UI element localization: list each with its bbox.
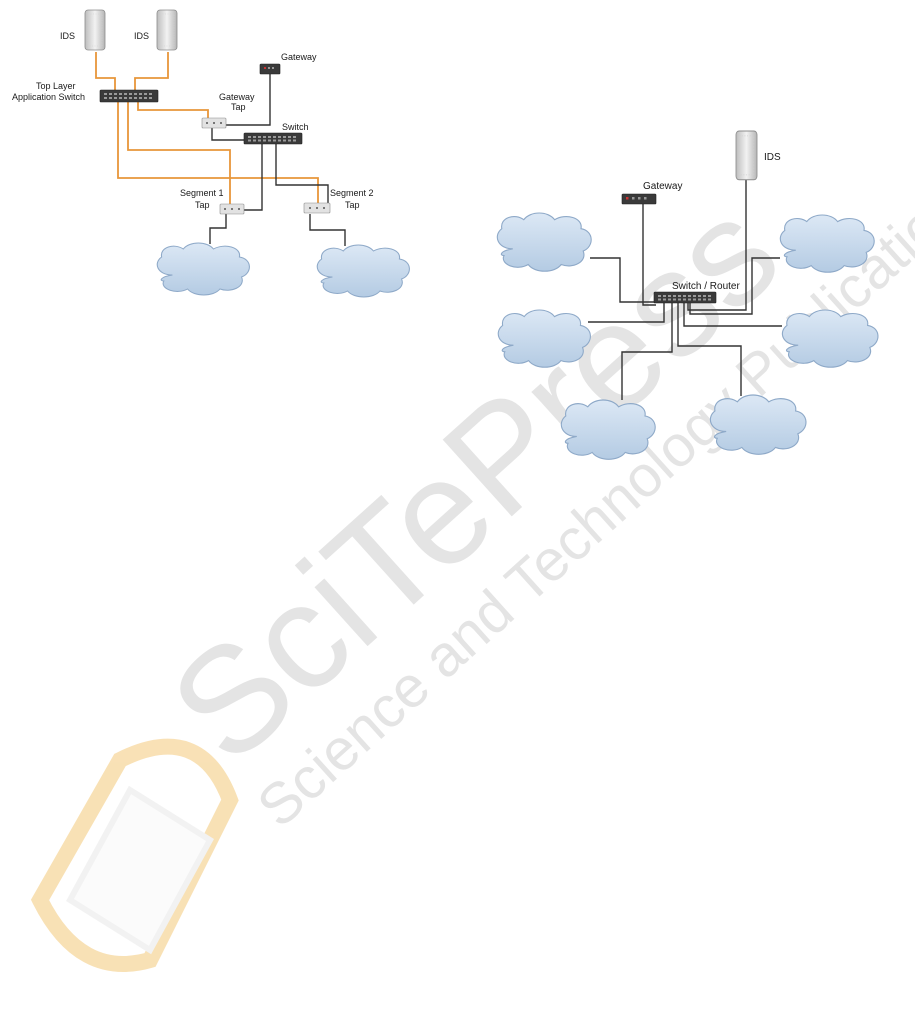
link-top-switch-to-gateway-tap [138, 102, 208, 118]
segment-1-tap [220, 204, 244, 214]
cloud-icon [561, 400, 655, 459]
gateway-tap-label-line1: Gateway [219, 92, 255, 102]
gateway-router [622, 194, 656, 204]
switch-icon [100, 90, 158, 102]
left-diagram: IDS IDS Gateway Top Layer Application Sw… [12, 10, 409, 297]
cloud-icon [780, 215, 874, 272]
server-tower-icon [85, 10, 105, 50]
watermark-logo [40, 747, 230, 964]
network-cloud-bottom-left [561, 400, 655, 459]
network-cloud-top-left [497, 213, 591, 271]
gateway-tap-label-line2: Tap [231, 102, 246, 112]
link-switch-to-segment1-tap [242, 144, 262, 210]
network-cloud-mid-right [782, 310, 878, 367]
switch-router-label: Switch / Router [672, 281, 740, 292]
core-switch [244, 133, 302, 144]
ids-server-2 [157, 10, 177, 50]
cloud-icon [782, 310, 878, 367]
gateway-label: Gateway [643, 181, 682, 192]
network-segment-2-cloud [317, 245, 409, 297]
network-cloud-top-right [780, 215, 874, 272]
ids-server [736, 131, 757, 180]
cloud-icon [497, 213, 591, 271]
link-segment2-tap-to-cloud [310, 214, 345, 246]
ids-server-1 [85, 10, 105, 50]
segment-2-tap-label-line2: Tap [345, 200, 360, 210]
network-cloud-mid-left [498, 310, 590, 367]
segment-2-tap [304, 203, 330, 213]
network-segment-1-cloud [157, 243, 249, 295]
switch-icon [244, 133, 302, 144]
ids-server-label: IDS [764, 152, 781, 163]
top-layer-application-switch [100, 90, 158, 102]
cloud-icon [317, 245, 409, 297]
cloud-icon [710, 395, 806, 454]
server-tower-icon [736, 131, 757, 180]
switch-label: Switch [282, 122, 309, 132]
link-ids1-to-top-switch [96, 52, 115, 92]
ids-server-2-label: IDS [134, 31, 149, 41]
ids-server-1-label: IDS [60, 31, 75, 41]
network-cloud-bottom-right [710, 395, 806, 454]
server-tower-icon [157, 10, 177, 50]
link-segment1-tap-to-cloud [210, 214, 226, 244]
switch-router [654, 292, 716, 303]
segment-2-tap-label-line1: Segment 2 [330, 188, 374, 198]
segment-1-tap-label-line2: Tap [195, 200, 210, 210]
top-switch-label-line2: Application Switch [12, 92, 85, 102]
segment-1-tap-label-line1: Segment 1 [180, 188, 224, 198]
cloud-icon [157, 243, 249, 295]
gateway-label: Gateway [281, 52, 317, 62]
top-switch-label-line1: Top Layer [36, 81, 76, 91]
link-switch-to-segment2-tap [276, 144, 328, 205]
link-ids2-to-top-switch [135, 52, 168, 92]
gateway-router [260, 64, 280, 74]
switch-icon [654, 292, 716, 303]
gateway-tap [202, 118, 226, 128]
cloud-icon [498, 310, 590, 367]
